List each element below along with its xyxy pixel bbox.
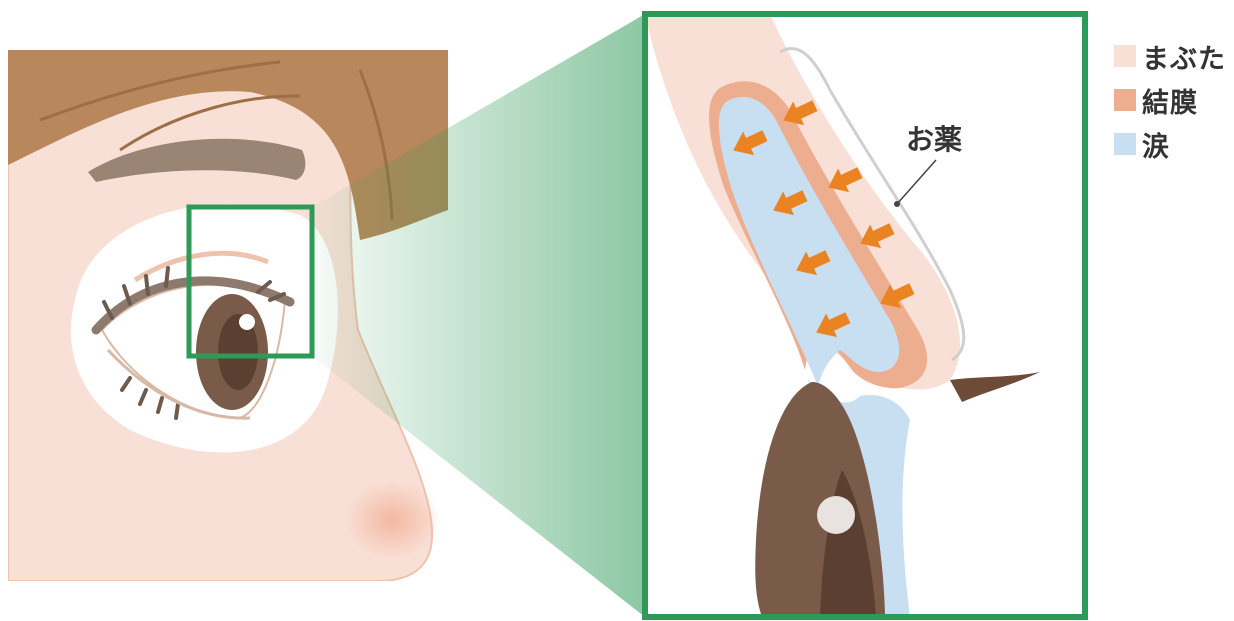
callout-leader-dot <box>894 201 900 207</box>
legend-label-eyelid: まぶた <box>1142 37 1226 76</box>
legend-label-conjunctiva: 結膜 <box>1142 81 1198 120</box>
legend-item-eyelid: まぶた <box>1114 34 1226 78</box>
legend-item-conjunctiva: 結膜 <box>1114 78 1226 122</box>
eye-highlight <box>239 314 255 330</box>
legend-swatch-eyelid <box>1114 45 1136 67</box>
medicine-label: お薬 <box>906 118 962 158</box>
legend-item-tears: 涙 <box>1114 122 1226 166</box>
eyeball-highlight <box>817 496 855 534</box>
legend-label-tears: 涙 <box>1142 125 1170 164</box>
legend-swatch-conjunctiva <box>1114 89 1136 111</box>
legend-swatch-tears <box>1114 133 1136 155</box>
nose-blush <box>344 480 440 560</box>
legend: まぶた 結膜 涙 <box>1114 34 1226 166</box>
